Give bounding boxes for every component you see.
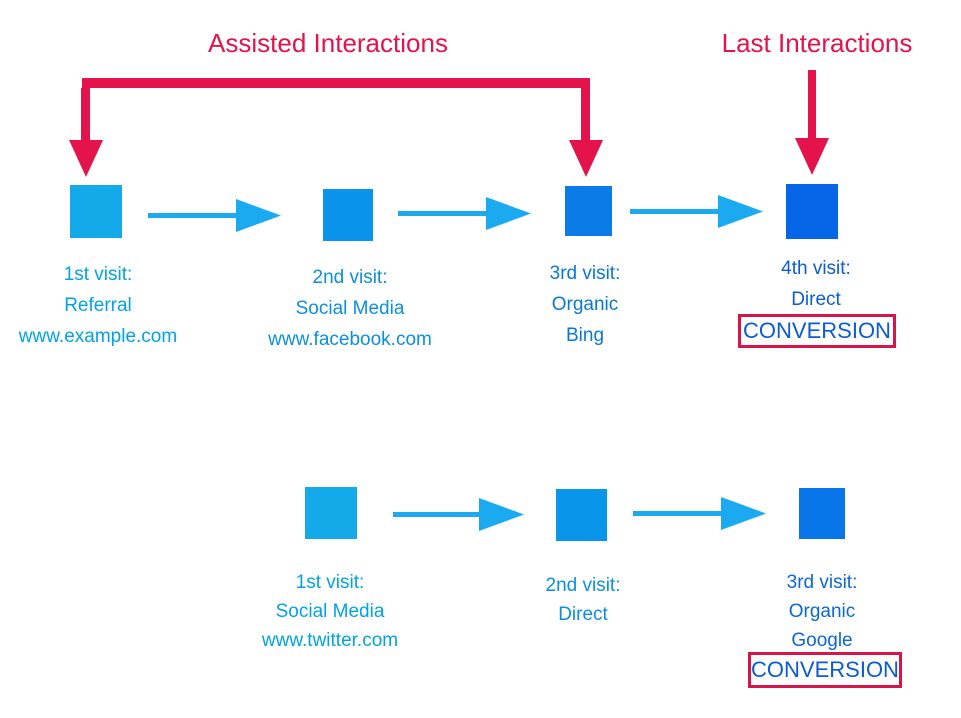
caption-line: www.facebook.com [268, 329, 432, 350]
flow-arrow-shaft [393, 512, 479, 517]
caption-line: Direct [791, 289, 841, 310]
journey1-visit1-square [70, 185, 122, 238]
flow-arrowhead-icon [486, 197, 531, 230]
journey2-conversion-badge: CONVERSION [748, 652, 902, 688]
last-arrowhead-icon [795, 138, 829, 175]
caption-line: Referral [64, 295, 132, 316]
assisted-bracket-bar [82, 78, 590, 88]
journey1-visit2-caption: 2nd visit: Social Media www.facebook.com [250, 262, 450, 355]
journey1-visit1-caption: 1st visit: Referral www.example.com [0, 259, 196, 352]
journey2-visit1-square [305, 487, 357, 539]
flow-arrowhead-icon [718, 195, 763, 228]
journey2-visit1-caption: 1st visit: Social Media www.twitter.com [230, 568, 430, 655]
caption-line: Organic [788, 601, 856, 622]
flow-arrow-shaft [630, 209, 718, 214]
flow-arrow-shaft [633, 511, 721, 516]
assisted-bracket-left-shaft [81, 88, 90, 140]
journey2-visit3-caption: 3rd visit: Organic Google [742, 568, 902, 655]
conversion-label: CONVERSION [751, 657, 899, 682]
journey1-visit4-square [786, 184, 838, 239]
caption-line: 1st visit: [63, 264, 133, 285]
flow-arrowhead-icon [479, 498, 524, 531]
flow-arrow-shaft [398, 211, 486, 216]
journey2-visit2-caption: 2nd visit: Direct [503, 571, 663, 629]
caption-line: 4th visit: [781, 258, 851, 279]
caption-line: Direct [558, 604, 608, 625]
assisted-bracket-right-shaft [581, 88, 590, 140]
journey2-visit3-square [799, 488, 845, 539]
caption-line: 1st visit: [295, 572, 365, 593]
journey1-visit4-caption: 4th visit: Direct [726, 253, 906, 315]
flow-arrowhead-icon [721, 497, 766, 530]
caption-line: Google [791, 630, 853, 651]
caption-line: www.twitter.com [261, 630, 399, 651]
journey2-visit2-square [556, 489, 607, 541]
caption-line: 3rd visit: [549, 263, 621, 284]
caption-line: 2nd visit: [312, 267, 388, 288]
caption-line: Social Media [275, 601, 385, 622]
journey1-visit3-caption: 3rd visit: Organic Bing [505, 258, 665, 351]
caption-line: Organic [551, 294, 619, 315]
journey1-conversion-badge: CONVERSION [738, 314, 896, 348]
caption-line: Social Media [295, 298, 405, 319]
caption-line: 2nd visit: [545, 575, 621, 596]
conversion-label: CONVERSION [743, 318, 891, 343]
assisted-arrowhead-right-icon [569, 140, 603, 177]
last-arrow-shaft [808, 70, 816, 138]
assisted-interactions-title: Assisted Interactions [208, 28, 448, 58]
caption-line: www.example.com [18, 326, 178, 347]
caption-line: 3rd visit: [786, 572, 858, 593]
journey1-visit2-square [323, 189, 373, 241]
flow-arrow-shaft [148, 213, 236, 218]
journey1-visit3-square [565, 186, 612, 236]
last-interactions-title: Last Interactions [721, 28, 913, 58]
flow-arrowhead-icon [236, 199, 281, 232]
assisted-arrowhead-left-icon [69, 140, 103, 177]
caption-line: Bing [565, 325, 605, 346]
